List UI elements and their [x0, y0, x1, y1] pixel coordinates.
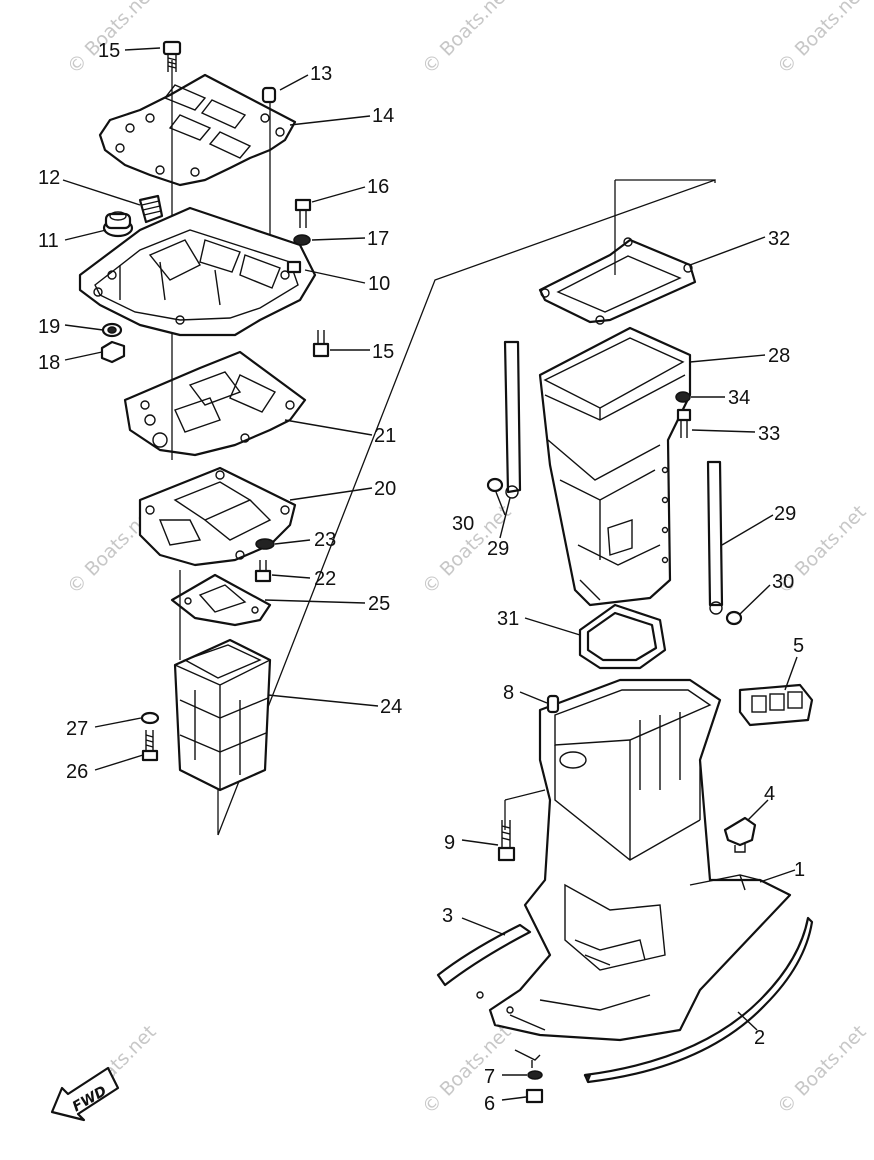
- part-5-rubber-mount: [738, 683, 814, 727]
- part-28-upper-casing: [538, 326, 692, 607]
- part-9-bolt: [497, 820, 516, 862]
- part-8-pin: [546, 694, 560, 714]
- callout-22: 22: [314, 568, 336, 590]
- callout-6: 6: [484, 1093, 495, 1115]
- part-27-washer: [140, 711, 160, 725]
- part-26-bolt: [141, 730, 159, 762]
- callout-4: 4: [764, 783, 775, 805]
- callout-29-left: 29: [487, 538, 509, 560]
- watermark: © Boats.net: [418, 0, 516, 79]
- part-1-lower-casing: [476, 678, 792, 1042]
- callout-30-left: 30: [452, 513, 474, 535]
- part-29-seal-right: [706, 460, 724, 615]
- callout-8: 8: [503, 682, 514, 704]
- part-12-fitting: [138, 194, 164, 224]
- part-6-bolt: [514, 1049, 544, 1104]
- callout-13: 13: [310, 63, 332, 85]
- part-19-washer: [101, 322, 123, 338]
- callout-20: 20: [374, 478, 396, 500]
- part-25-gasket: [170, 573, 272, 627]
- part-31-seal-ring: [578, 603, 667, 670]
- part-4-clip: [723, 816, 757, 853]
- callout-15-top: 15: [98, 40, 120, 62]
- part-33-bolt: [676, 408, 692, 438]
- callout-14: 14: [372, 105, 394, 127]
- callout-17: 17: [367, 228, 389, 250]
- leader-lines: [62, 47, 798, 1101]
- part-10-manifold: [78, 206, 317, 337]
- part-29-seal-left: [503, 340, 522, 499]
- callout-25: 25: [368, 593, 390, 615]
- callout-30-right: 30: [772, 571, 794, 593]
- callout-1: 1: [794, 859, 805, 881]
- part-15-bolt: [312, 330, 330, 358]
- part-14-gasket: [98, 73, 297, 187]
- part-7-washer: [527, 1070, 543, 1080]
- callout-27: 27: [66, 718, 88, 740]
- callout-19: 19: [38, 316, 60, 338]
- part-15-top-bolt: [162, 40, 182, 72]
- part-20-adapter: [138, 466, 297, 567]
- callout-3: 3: [442, 905, 453, 927]
- part-23-washer: [255, 538, 275, 550]
- callout-32: 32: [768, 228, 790, 250]
- part-21-gasket: [123, 350, 307, 457]
- callout-11: 11: [38, 230, 59, 252]
- part-11-grommet: [102, 211, 134, 238]
- part-17-washer: [293, 234, 311, 246]
- callout-21: 21: [374, 425, 396, 447]
- watermark: © Boats.net: [773, 0, 871, 79]
- watermark: © Boats.net: [418, 1021, 516, 1119]
- part-2-trim-strip: [583, 916, 814, 1084]
- assembly-guide-lines: [171, 60, 716, 836]
- callout-26: 26: [66, 761, 88, 783]
- part-22-bolt: [254, 560, 272, 583]
- callout-15-lower: 15: [372, 341, 394, 363]
- callout-29-right: 29: [774, 503, 796, 525]
- part-24-exhaust-guide: [173, 638, 272, 792]
- part-32-gasket: [538, 237, 697, 325]
- callout-10: 10: [368, 273, 390, 295]
- part-13-dowel-pin: [261, 86, 277, 104]
- part-16-bolt: [294, 198, 312, 228]
- callout-34: 34: [728, 387, 750, 409]
- callout-28: 28: [768, 345, 790, 367]
- callout-9: 9: [444, 832, 455, 854]
- part-34-washer: [675, 391, 691, 403]
- callout-31: 31: [497, 608, 519, 630]
- callout-33: 33: [758, 423, 780, 445]
- fwd-arrow: FWD: [50, 1066, 120, 1122]
- callout-24: 24: [380, 696, 402, 718]
- callout-16: 16: [367, 176, 389, 198]
- part-3-hose: [436, 923, 532, 987]
- callout-12: 12: [38, 167, 60, 189]
- watermark: © Boats.net: [773, 1021, 871, 1119]
- callout-7: 7: [484, 1066, 495, 1088]
- part-30-grommet-left: [486, 477, 504, 493]
- callout-2: 2: [754, 1027, 765, 1049]
- part-18-nut: [100, 340, 126, 364]
- callout-23: 23: [314, 529, 336, 551]
- part-30-grommet-right: [725, 610, 743, 626]
- callout-labels: 1 2 3 4 5 6 7 8 9 10 11 12 13 14 15 15 1…: [38, 40, 805, 1115]
- callout-5: 5: [793, 635, 804, 657]
- callout-18: 18: [38, 352, 60, 374]
